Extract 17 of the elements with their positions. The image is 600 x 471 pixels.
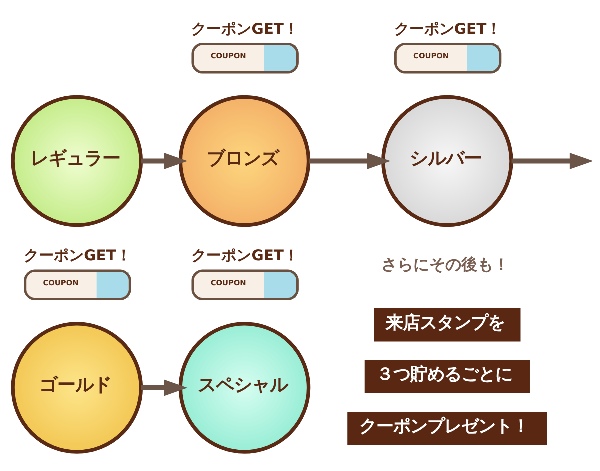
arrow [309,153,391,170]
node-circle: レギュラー [11,95,144,228]
arrow [141,380,188,396]
node-box: 来店スタンプを [374,308,521,342]
node-circle: ゴールド [11,322,144,454]
node-box: クーポンプレゼント！ [348,412,548,446]
node-label: クーポンGET！ [24,248,132,265]
node-label: クーポンGET！ [192,248,300,265]
node-circle: スペシャル [178,322,311,454]
node-label: クーポンGET！ [394,20,502,38]
node-circle: ブロンズ [178,95,311,228]
arrow [512,153,592,170]
node-label: クーポンGET！ [192,20,300,38]
node-box: ３つ貯めるごとに [364,360,530,394]
node-circle: シルバー [382,95,514,228]
label: さらにその後も！ [382,255,510,274]
arrow [141,153,188,170]
